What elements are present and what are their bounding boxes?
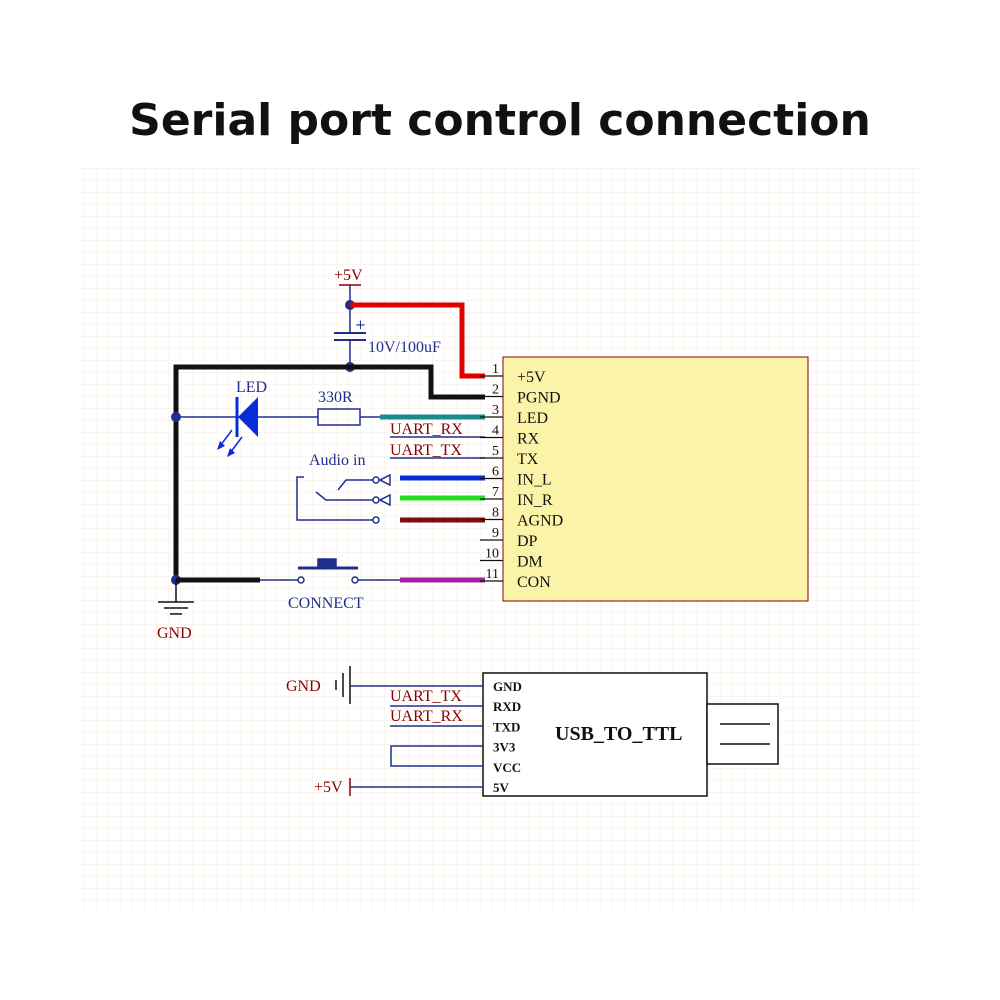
usb-ttl-pin-label: 3V3 [493,740,516,755]
module-pin-name: +5V [517,369,546,386]
audio-jack-symbol [296,473,391,524]
usb-ttl-pin-label: TXD [493,719,520,734]
ground-symbol [158,580,194,615]
module-pin-number: 10 [485,547,499,562]
usb-gnd-label: GND [286,678,321,695]
module-pin-number: 8 [492,506,499,521]
module-pin-number: 7 [492,485,499,500]
connect-button-label: CONNECT [288,595,364,612]
module-pin-name: TX [517,451,539,468]
module-pin-number: 1 [492,362,499,377]
led-symbol [217,397,258,457]
module-pin-name: LED [517,410,548,427]
usb-ttl-pin-label: 5V [493,780,510,795]
usb-vcc-label: +5V [314,779,343,796]
module-pin-number: 4 [492,424,499,439]
pushbutton-symbol [297,558,359,584]
usb-ttl-pin-label: RXD [493,699,521,714]
resistor-label: 330R [318,389,353,406]
module-pin-name: AGND [517,513,563,530]
uart-tx-net-label: UART_TX [390,442,462,459]
audio-in-label: Audio in [309,452,365,469]
page-title: Serial port control connection [129,95,871,146]
module-pin-number: 2 [492,383,499,398]
usb-ttl-pin-label: VCC [493,760,521,775]
wire-5v [350,302,485,379]
svg-text:+: + [355,318,366,333]
usb-uart-tx-label: UART_TX [390,688,462,705]
module-pin-number: 6 [492,465,499,480]
usb-connector [706,703,779,765]
module-pins: 1 +5V 2 PGND 3 LED 4 RX 5 TX 6 IN_L 7 IN_R 8 AGND 9 DP 10 D… [480,362,563,591]
usb-gnd-symbol [335,666,483,704]
module-pin-name: PGND [517,390,561,407]
capacitor-symbol: + [334,305,366,367]
led-label: LED [236,379,267,396]
usb-uart-rx-label: UART_RX [390,708,463,725]
uart-rx-net-label: UART_RX [390,421,463,438]
module-block [502,356,809,602]
module-pin-number: 3 [492,403,499,418]
ground-label: GND [157,625,192,642]
module-pin-name: DP [517,533,538,550]
module-pin-number: 11 [486,567,499,582]
ground-bus-wire [173,364,485,580]
usb-ttl-title: USB_TO_TTL [555,723,682,745]
module-pin-name: IN_L [517,472,552,489]
module-pin-name: RX [517,431,540,448]
module-pin-number: 9 [492,526,499,541]
module-pin-name: CON [517,574,551,591]
module-pin-number: 5 [492,444,499,459]
usb-ttl-pin-label: GND [493,679,522,694]
usb-vcc-symbol [349,778,483,796]
module-pin-name: IN_R [517,492,553,509]
module-pin-name: DM [517,554,543,571]
vcc-top-label: +5V [334,267,363,284]
usb-ttl-block [482,672,708,797]
capacitor-label: 10V/100uF [368,339,441,356]
usb-3v3-vcc-jumper [390,745,483,767]
